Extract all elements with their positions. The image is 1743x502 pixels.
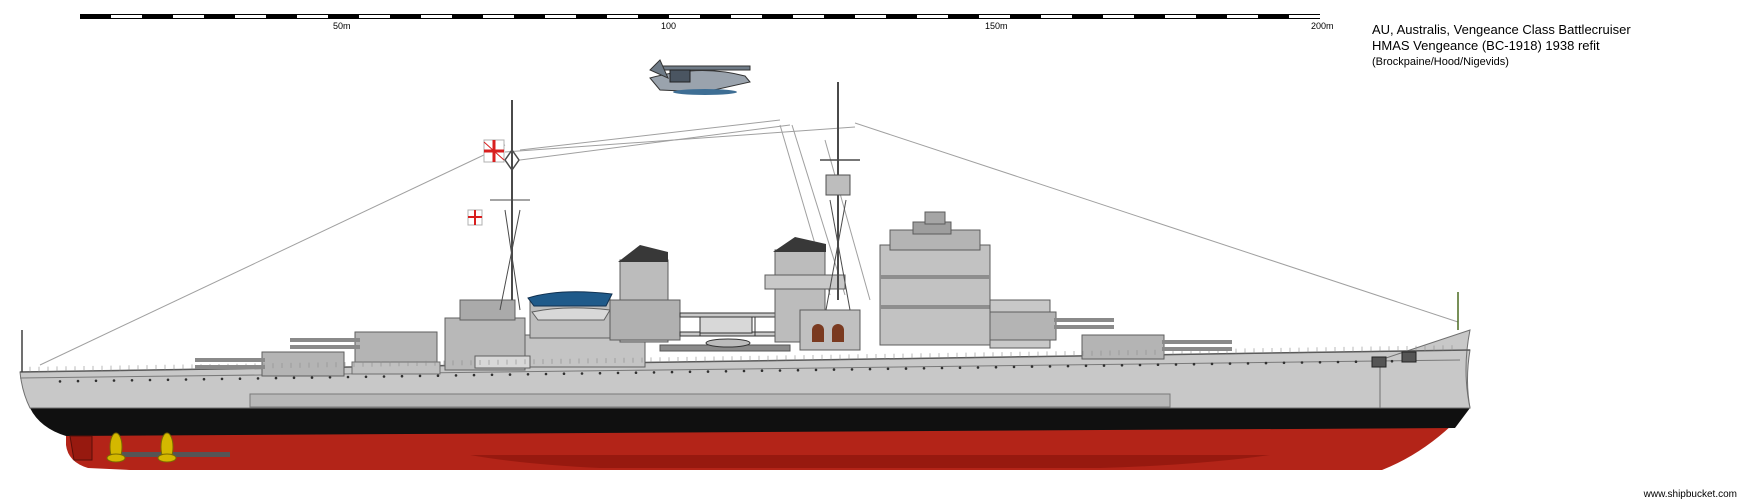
shipbucket-credit: www.shipbucket.com [1643,489,1737,500]
seaplane-icon [649,59,751,95]
turret-y [195,351,345,377]
turret-a [1081,334,1232,360]
drawing-authors: (Brockpaine/Hood/Nigevids) [1372,56,1509,68]
mainmast [490,100,530,311]
scale-bar [80,14,1320,19]
ship-class-title: AU, Australis, Vengeance Class Battlecru… [1372,22,1631,37]
propeller-icon [157,432,177,463]
scale-label-200m: 200m [1311,21,1334,31]
rigging-lines [39,119,1459,366]
portholes [58,359,1412,383]
ships-boats [527,291,613,321]
turret-x [290,331,441,375]
foremast [820,82,860,311]
hull-red-shadow [470,455,1270,468]
turret-b [989,311,1114,341]
ship-name-subtitle: HMAS Vengeance (BC-1918) 1938 refit [1372,38,1600,53]
funnel-fore [764,237,861,351]
armour-belt [249,393,1171,408]
biplane-floatplane-icon [679,312,777,348]
stern-gear [69,432,230,463]
propeller-icon [106,432,126,463]
scale-label-100: 100 [661,21,677,31]
bow [1379,329,1471,409]
naval-ensign-icon [467,209,483,226]
funnel-aft [609,245,681,343]
scale-label-150m: 150m [985,21,1008,31]
naval-ensign-icon [483,139,505,163]
deck-railings [29,345,1453,372]
scale-label-50m: 50m [333,21,351,31]
anchors [1371,351,1417,368]
hull-boot-topping [30,408,1470,436]
